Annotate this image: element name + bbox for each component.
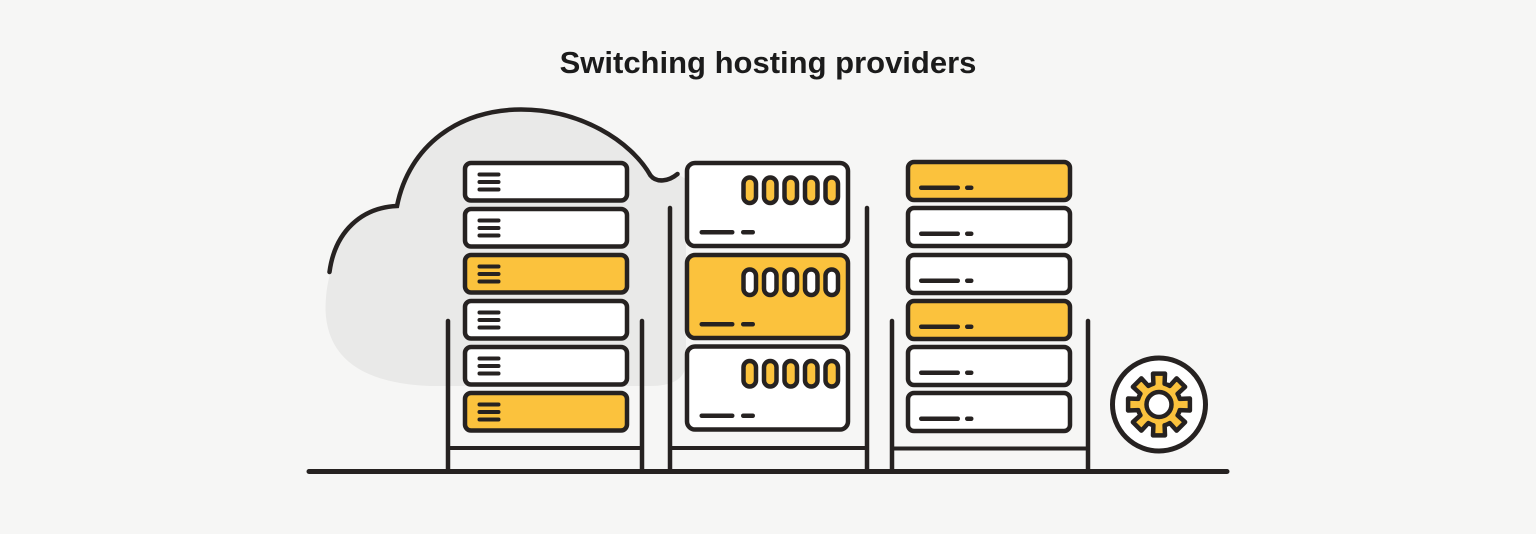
server-unit (905, 298, 1073, 342)
dash-dot-icon (919, 185, 974, 190)
dash-dot-icon (919, 370, 974, 375)
menu-lines-icon (477, 310, 501, 330)
server-unit (905, 205, 1073, 249)
server-unit (462, 206, 630, 249)
server-unit (462, 298, 630, 341)
menu-lines-icon (477, 402, 501, 422)
server-unit (684, 344, 851, 432)
dash-dot-icon (919, 416, 974, 421)
cloud-outline (327, 107, 680, 275)
server-unit (905, 159, 1073, 203)
port-slots-icon (699, 175, 841, 235)
page-title: Switching hosting providers (559, 45, 977, 80)
menu-lines-icon (477, 172, 501, 192)
left-rack (445, 160, 645, 474)
server-unit (905, 390, 1073, 434)
menu-lines-icon (477, 264, 501, 284)
server-unit (684, 160, 851, 249)
server-unit (684, 252, 851, 341)
server-unit (905, 252, 1073, 296)
middle-rack (667, 160, 870, 474)
gear-hub (1144, 389, 1174, 420)
server-unit (462, 344, 630, 387)
menu-lines-icon (477, 356, 501, 376)
dash-dot-icon (919, 278, 974, 283)
server-unit (462, 252, 630, 295)
dash-dot-icon (919, 231, 974, 236)
menu-lines-icon (477, 218, 501, 238)
port-slots-icon (699, 358, 841, 418)
dash-dot-icon (919, 324, 974, 329)
server-unit (462, 390, 630, 433)
server-unit (462, 160, 630, 203)
server-racks (445, 159, 1091, 474)
right-rack (889, 159, 1091, 474)
port-slots-icon (699, 267, 841, 327)
gear-icon (1110, 355, 1208, 454)
server-unit (905, 344, 1073, 388)
